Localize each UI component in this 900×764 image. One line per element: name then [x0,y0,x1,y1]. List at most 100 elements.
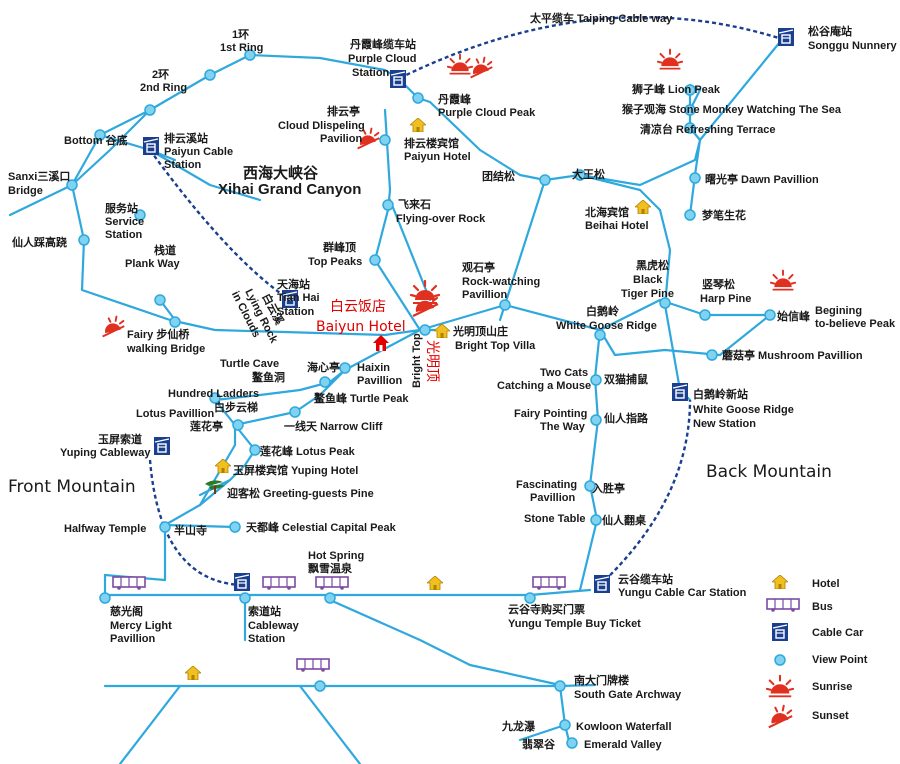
bright-top-villa-cn-label: 光明顶山庄 [452,324,508,338]
hotel-icon [410,118,426,132]
dawn-pav-label: 曙光亭 Dawn Pavillion [705,172,819,186]
haixin-en1-label: Haixin [357,362,390,374]
turtle-cave-cn-label: 鳌鱼洞 [252,370,285,384]
fascinating-en2-label: Pavillion [530,492,576,504]
bright-top-cn-label: 光明顶 [424,340,440,382]
harp-cn-label: 竖琴松 [702,277,735,291]
top-peaks-cn-label: 群峰顶 [322,240,356,254]
yungu-ticket-en-label: Yungu Temple Buy Ticket [508,618,641,630]
tianhai-en2-label: Station [277,306,315,318]
cableway-st-en2-label: Station [248,633,286,645]
top-peaks-en-label: Top Peaks [308,256,362,268]
sunset-icon [101,315,126,338]
celestial-label: 天都峰 Celestial Capital Peak [246,520,397,534]
flying-en-label: Flying-over Rock [396,213,486,225]
back-mountain-label: Back Mountain [706,462,832,482]
lianhua-ting-label: 莲花亭 [190,419,223,433]
stone-monkey-label: 猴子观海 Stone Monkey Watching The Sea [622,102,842,116]
paiyun-cable-en2-label: Station [164,159,202,171]
sunrise-icon [447,53,473,75]
mengbi-label: 梦笔生花 [702,208,746,222]
ring2-en-label: 2nd Ring [140,82,187,94]
fascinating-en1-label: Fascinating [516,479,577,491]
black-tiger-en1-label: Black [633,274,663,286]
fairy-bridge-cn-label: Fairy 步仙桥 [127,327,190,341]
bus-icon [262,576,296,590]
yuping-cable-en-label: Yuping Cableway [60,447,151,459]
refreshing-label: 清凉台 Refreshing Terrace [640,122,776,136]
service-en1-label: Service [105,216,144,228]
halfway-label: Halfway Temple [64,523,146,535]
purple-station-cn-label: 丹霞峰缆车站 [350,37,416,51]
yungu-cable-cn-label: 云谷缆车站 [618,572,673,586]
hotel-icon [635,200,651,214]
purple-station-en1-label: Purple Cloud [348,53,416,65]
labels: 太平缆车 Taiping Cable way 松谷庵站 Songgu Nunne… [8,11,897,751]
bus-icon [766,598,800,612]
songgu-en-label: Songgu Nunnery [808,40,897,52]
legend: Hotel Bus Cable Car View Point Sunrise S… [812,578,868,722]
fairy-pointing-cn-label: 仙人指路 [604,411,649,425]
sanxi-cn-label: Sanxi三溪口 [8,169,70,183]
legend-cable-car-label: Cable Car [812,627,864,639]
baiyun-en-label: Baiyun Hotel [316,319,406,335]
turtle-cave-en-label: Turtle Cave [220,358,279,370]
yungu-cable-en-label: Yungu Cable Car Station [618,587,747,599]
pine-icon [205,480,225,494]
sunrise-icon [657,48,683,70]
cableway-st-en1-label: Cableway [248,620,300,632]
paiyun-cable-cn-label: 排云溪站 [164,131,208,145]
cable-car-icon [143,137,159,155]
cable-car-icon [672,383,688,401]
rock-watch-cn-label: 观石亭 [462,260,495,274]
bus-icon [112,576,146,590]
hotel-icon [427,576,443,590]
cable-car-icon [154,437,170,455]
xianren-label: 仙人踩高跷 [12,235,67,249]
stone-table-en-label: Stone Table [524,513,586,525]
cableway-st-cn-label: 索道站 [248,604,281,618]
cable-lines [148,16,786,587]
purple-peak-cn-label: 丹霞峰 [438,92,472,106]
purple-station-en2-label: Station [352,67,390,79]
mercy-en2-label: Pavillion [110,633,156,645]
turtle-peak-label: 鳌鱼峰 Turtle Peak [314,391,409,405]
ring1-cn-label: 1环 [232,28,249,41]
sunrise-icon [766,674,794,698]
sunset-icon [767,704,794,729]
paiyun-pav-en1-label: Cloud Dlispeling [278,120,365,132]
tuanjie-label: 团结松 [482,169,515,183]
flying-cn-label: 飞来石 [398,197,431,211]
legend-bus-label: Bus [812,601,833,613]
beginning-en2-label: to-believe Peak [815,318,896,330]
purple-peak-en-label: Purple Cloud Peak [438,107,536,119]
sunset-icon [469,56,494,79]
fairy-bridge-en-label: walking Bridge [126,343,205,355]
white-goose-new-en1-label: White Goose Ridge [693,404,794,416]
rock-watch-en1-label: Rock-watching [462,276,540,288]
kowloon-en-label: Kowloon Waterfall [576,721,672,733]
yuping-hotel-label: 玉屏楼宾馆 Yuping Hotel [233,463,358,477]
beginning-cn-label: 始信峰 [777,309,811,323]
bottom-label: Bottom 谷底 [64,133,128,147]
legend-sunrise-label: Sunrise [812,681,852,693]
haixin-en2-label: Pavillion [357,375,403,387]
bus-icon [315,576,349,590]
white-goose-new-cn-label: 白鹅岭新站 [693,387,748,401]
mushroom-label: 蘑菇亭 Mushroom Pavillion [722,348,863,362]
fairy-pointing-en1-label: Fairy Pointing [514,408,587,420]
cable-car-icon [772,623,788,641]
bus-icon [532,576,566,590]
lotus-peak-label: 莲花峰 Lotus Peak [260,444,356,458]
south-gate-en-label: South Gate Archway [574,689,682,701]
ring1-en-label: 1st Ring [220,42,263,54]
bright-top-en-label: Bright Top [411,333,423,388]
songgu-cn-label: 松谷庵站 [808,24,852,38]
black-tiger-cn-label: 黑虎松 [636,258,669,272]
sunrise-icon [770,269,796,291]
black-tiger-en2-label: Tiger Pine [621,288,674,300]
haixin-cn-label: 海心亭 [307,360,340,374]
cable-car-icon [594,575,610,593]
hotel-icon [772,575,788,589]
